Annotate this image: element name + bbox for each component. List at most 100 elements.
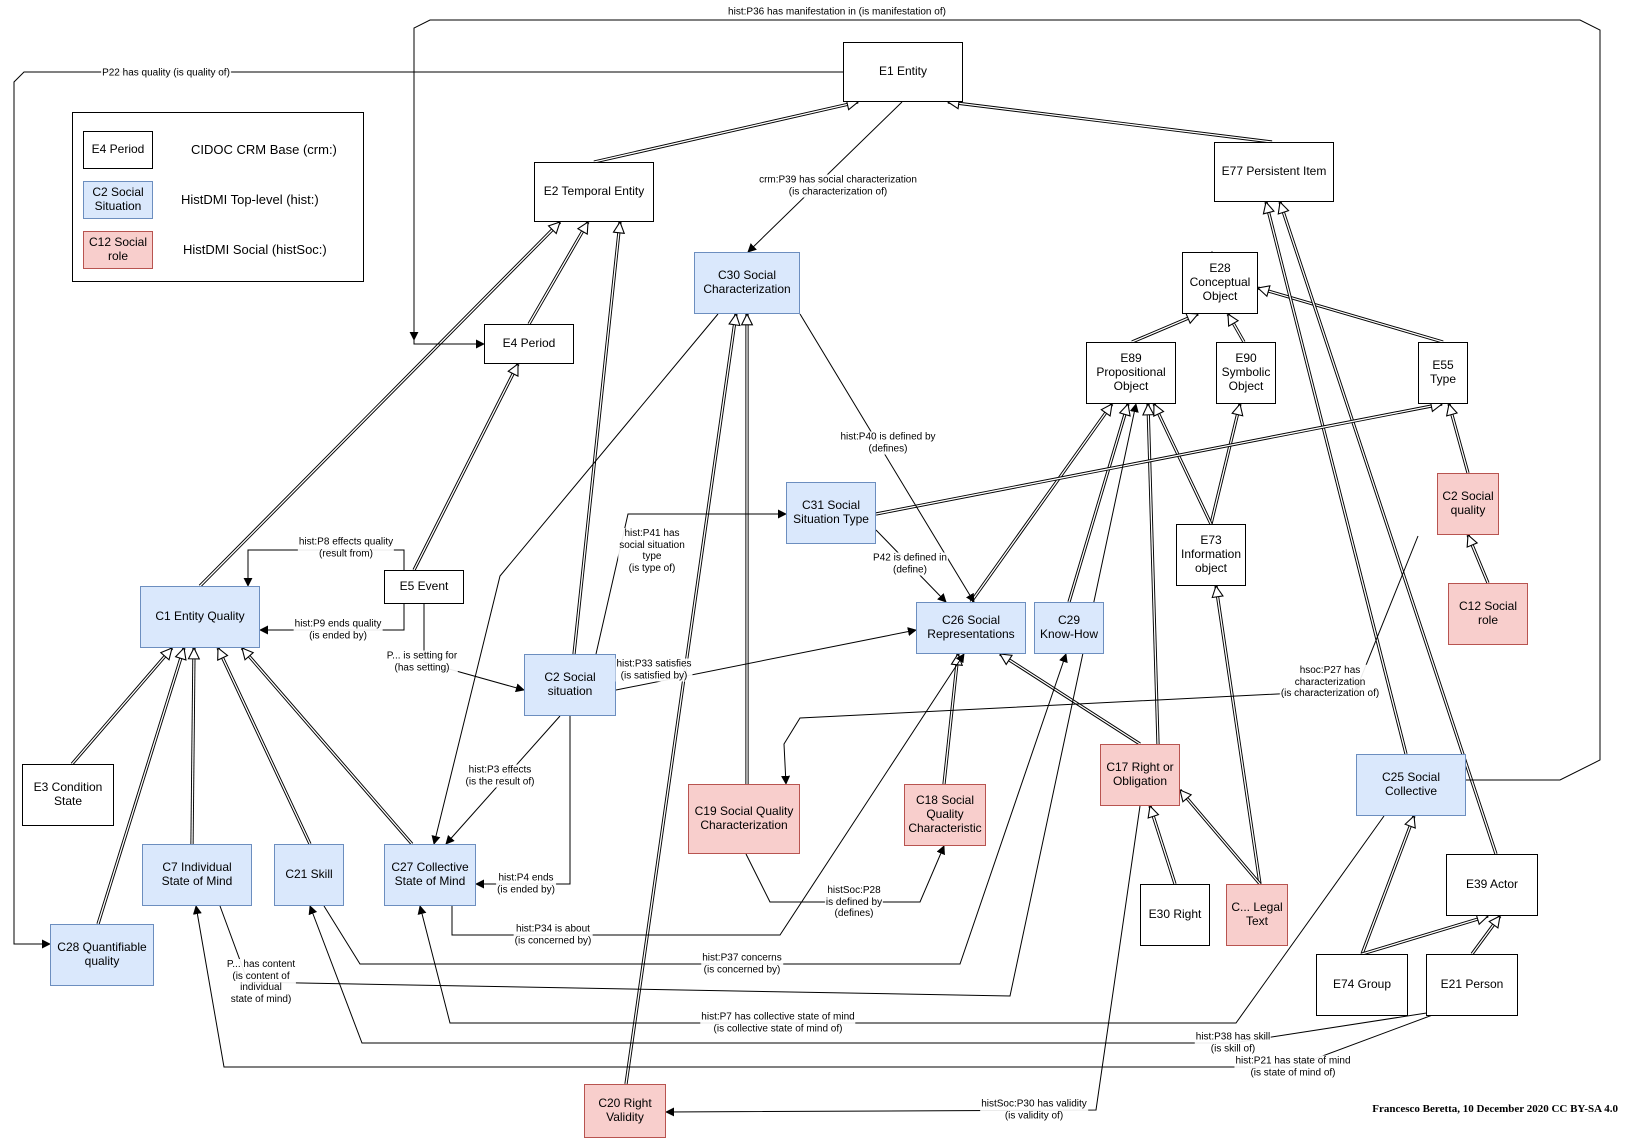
node-c31: C31 Social Situation Type	[786, 482, 876, 544]
inheritance-edge-core-28	[625, 313, 737, 1085]
relation-edge-57	[431, 313, 719, 845]
inheritance-edge-core-24	[943, 653, 959, 785]
inheritance-edge-core-22	[1215, 585, 1261, 885]
edge-label-p7: hist:P7 has collective state of mind (is…	[700, 1011, 856, 1035]
edge-label-psetting: P... is setting for (has setting)	[385, 650, 459, 674]
node-c17: C17 Right or Obligation	[1100, 744, 1180, 806]
node-c27: C27 Collective State of Mind	[384, 844, 476, 906]
inheritance-edge-core-1	[947, 101, 1273, 143]
inheritance-edge-core-6	[71, 647, 173, 765]
node-c29: C29 Know-How	[1034, 602, 1104, 654]
node-e90: E90 Symbolic Object	[1216, 342, 1276, 404]
node-c12: C12 Social role	[1448, 583, 1528, 645]
edge-label-p34: hist:P34 is about (is concerned by)	[513, 923, 593, 947]
inheritance-edge-core-34	[875, 403, 1443, 515]
inheritance-edge-core-8	[217, 647, 311, 845]
edge-label-pcontent: P... has content (is content of individu…	[225, 959, 297, 1005]
relation-edge-58	[1354, 535, 1419, 691]
legend: E4 Period C2 Social Situation C12 Social…	[72, 112, 364, 282]
node-c18: C18 Social Quality Characteristic	[904, 784, 986, 846]
relation-edge-51	[219, 403, 1139, 997]
relation-edge-56	[665, 805, 1141, 1117]
inheritance-edge-core-4	[413, 363, 519, 571]
node-e4: E4 Period	[484, 324, 574, 364]
edge-label-p37: hist:P37 concerns (is concerned by)	[701, 952, 783, 976]
node-e55: E55 Type	[1418, 342, 1468, 404]
inheritance-edge-core-20	[1068, 403, 1129, 603]
inheritance-edge-core-26	[1179, 789, 1261, 885]
node-e89: E89 Propositional Object	[1086, 342, 1176, 404]
inheritance-edge-core-30	[1279, 201, 1497, 855]
inheritance-edge-core-15	[1210, 403, 1241, 525]
node-e73: E73 Information object	[1176, 524, 1246, 586]
inheritance-edge-core-2	[528, 221, 589, 325]
inheritance-edge-core-25	[1149, 805, 1176, 885]
edge-label-p33: hist:P33 satisfies (is satisfied by)	[615, 658, 693, 682]
edge-label-p40: hist:P40 is defined by (defines)	[839, 431, 937, 455]
legend-swatch-base: E4 Period	[83, 131, 153, 169]
edge-label-p30: histSoc:P30 has validity (is validity of…	[980, 1098, 1088, 1122]
node-c26: C26 Social Representations	[916, 602, 1026, 654]
inheritance-edge-core-31	[1361, 815, 1415, 955]
inheritance-edge-core-3	[573, 221, 621, 655]
edge-label-p3: hist:P3 effects (is the result of)	[464, 764, 536, 788]
edge-label-p42: P42 is defined in (define)	[872, 552, 948, 576]
legend-label-base: CIDOC CRM Base (crm:)	[191, 142, 337, 157]
node-c2s: C2 Social situation	[524, 654, 616, 716]
node-e74: E74 Group	[1316, 954, 1408, 1016]
node-e39: E39 Actor	[1446, 854, 1538, 916]
inheritance-edge-core-7	[191, 647, 195, 845]
edge-label-p38: hist:P38 has skill (is skill of)	[1194, 1031, 1272, 1055]
node-e77: E77 Persistent Item	[1214, 142, 1334, 202]
node-c2q: C2 Social quality	[1437, 473, 1499, 535]
inheritance-edge-core-16	[1153, 403, 1212, 525]
node-e3: E3 Condition State	[22, 764, 114, 826]
edge-label-p36: hist:P36 has manifestation in (is manife…	[727, 6, 947, 18]
inheritance-edge-core-10	[97, 647, 185, 925]
node-e5: E5 Event	[384, 570, 464, 604]
inheritance-edge-core-19	[970, 403, 1113, 603]
relation-edge-55	[192, 905, 1447, 1068]
legend-label-hist: HistDMI Top-level (hist:)	[181, 192, 319, 207]
relation-edge-36	[409, 19, 1601, 781]
edge-label-p27: hsoc:P27 has characterization (is charac…	[1279, 664, 1381, 700]
node-c20: C20 Right Validity	[584, 1084, 666, 1138]
node-e21: E21 Person	[1426, 954, 1518, 1016]
node-c19: C19 Social Quality Characterization	[688, 784, 800, 854]
edge-label-p21: hist:P21 has state of mind (is state of …	[1234, 1055, 1352, 1079]
node-c21: C21 Skill	[274, 844, 344, 906]
node-e1: E1 Entity	[843, 42, 963, 102]
node-e28: E28 Conceptual Object	[1182, 252, 1258, 314]
inheritance-edge-core-5	[199, 221, 561, 587]
relation-edge-46	[781, 689, 1357, 785]
edge-label-p41: hist:P41 has social situation type (is t…	[618, 528, 686, 574]
node-c28: C28 Quantifiable quality	[50, 924, 154, 986]
legend-label-soc: HistDMI Social (histSoc:)	[183, 242, 327, 257]
node-c30: C30 Social Characterization	[694, 252, 800, 314]
inheritance-edge-core-0	[593, 101, 859, 163]
edge-label-p22: P22 has quality (is quality of)	[101, 67, 231, 79]
edge-label-p39: crm:P39 has social characterization (is …	[758, 174, 918, 198]
inheritance-edge-core-9	[241, 647, 413, 845]
edge-label-p28: histSoc:P28 is defined by (defines)	[824, 884, 884, 920]
relation-edge-43	[595, 509, 787, 655]
inheritance-edge-core-29	[1265, 201, 1407, 755]
node-c1: C1 Entity Quality	[140, 586, 260, 648]
legend-swatch-soc: C12 Social role	[83, 231, 153, 269]
relation-edge-54	[308, 905, 1447, 1044]
inheritance-edge-core-23	[999, 653, 1141, 745]
relation-edge-52	[323, 653, 1068, 965]
edge-label-p9: hist:P9 ends quality (is ended by)	[293, 618, 383, 642]
node-e2: E2 Temporal Entity	[534, 162, 654, 222]
node-c7: C7 Individual State of Mind	[142, 844, 252, 906]
relation-edge-37	[13, 71, 843, 949]
node-c25: C25 Social Collective	[1356, 754, 1466, 816]
edge-label-p4: hist:P4 ends (is ended by)	[496, 872, 556, 896]
relation-edge-50	[451, 653, 965, 936]
edge-label-p8: hist:P8 effects quality (result from)	[297, 536, 395, 560]
node-e30: E30 Right	[1140, 884, 1210, 946]
credit-line: Francesco Beretta, 10 December 2020 CC B…	[1372, 1103, 1618, 1115]
node-cleg: C... Legal Text	[1226, 884, 1288, 946]
inheritance-edge-core-32	[1361, 915, 1489, 955]
legend-swatch-hist: C2 Social Situation	[83, 181, 153, 219]
